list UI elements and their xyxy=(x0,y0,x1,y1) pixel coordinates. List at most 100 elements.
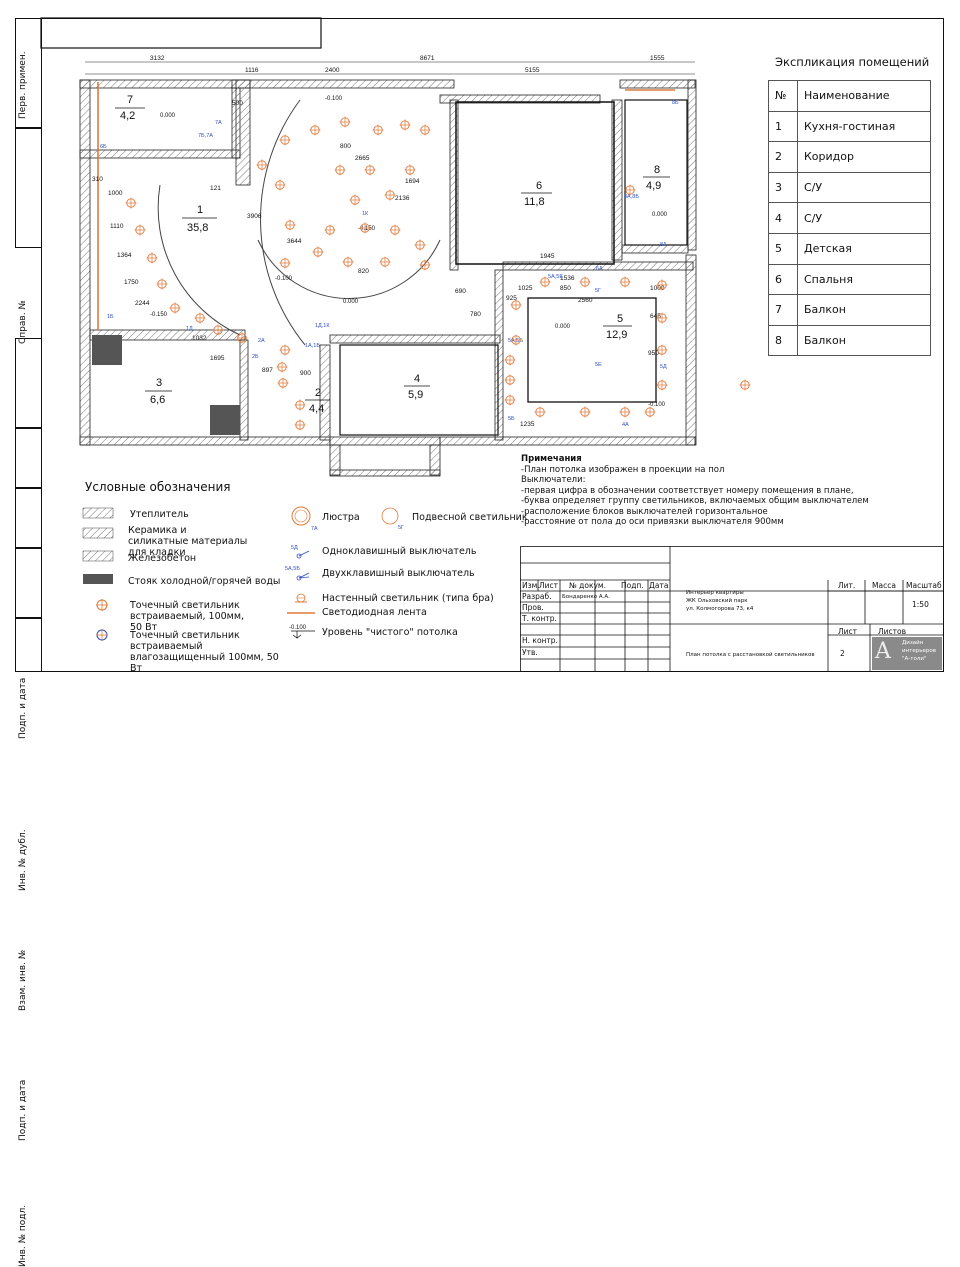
switch-code: 1А,1Б xyxy=(305,343,320,349)
spot-light-icon xyxy=(656,312,668,324)
logo-line: Дизайн xyxy=(902,640,924,646)
legend-symbols xyxy=(82,507,114,641)
expl-name: Балкон xyxy=(797,294,931,326)
room-area: 4,2 xyxy=(120,110,135,122)
stamp-label: Инв. № подл. xyxy=(18,1204,28,1267)
level-mark: 0.000 xyxy=(343,299,359,305)
room-area: 5,9 xyxy=(408,389,423,401)
dim-text: 1555 xyxy=(650,55,665,62)
dimension-labels: 3132 8671 1555 1116 2400 5155 1000 1110 … xyxy=(92,55,665,428)
room-labels: 7 4,2 1 35,8 2 4,4 3 6,6 4 5,9 5 12,9 6 … xyxy=(115,94,670,415)
switch-code: 1Д,1К xyxy=(315,323,330,329)
dim-text: 690 xyxy=(455,288,466,295)
spot-light-icon xyxy=(342,256,354,268)
pendant-icon xyxy=(381,507,399,525)
dim-text: 1000 xyxy=(108,190,123,197)
dim-text: 1364 xyxy=(117,252,132,259)
legend-swatch-insulation xyxy=(82,507,114,519)
side-stamp: Перв. примен. Справ. № Подп. и дата Инв.… xyxy=(15,18,41,1267)
tb-col-head: Лист xyxy=(539,581,559,590)
tb-col-head: Подп. xyxy=(621,581,644,590)
expl-name: Кухня-гостиная xyxy=(797,110,931,143)
floor-plan: 3132 8671 1555 1116 2400 5155 1000 1110 … xyxy=(40,17,751,477)
dim-text: 900 xyxy=(300,370,311,377)
explication-title: Экспликация помещений xyxy=(775,55,930,69)
tb-lit: Лит. xyxy=(838,581,856,590)
spot-light-icon xyxy=(419,259,431,271)
dim-text: 645 xyxy=(650,313,661,320)
notes-line: -расстояние от пола до оси привязки выкл… xyxy=(521,517,784,527)
tb-row: Т. контр. xyxy=(522,614,557,623)
dim-text: 5155 xyxy=(525,67,540,74)
spot-light-icon xyxy=(656,344,668,356)
tb-project: Интерьер квартиры xyxy=(686,590,744,596)
riser-block xyxy=(210,405,240,435)
expl-num: 1 xyxy=(768,110,798,143)
ceiling-curve xyxy=(257,239,441,300)
dim-text: 1025 xyxy=(518,285,533,292)
legend-insulation: Утеплитель xyxy=(130,509,189,520)
spot-light-icon xyxy=(384,189,396,201)
dim-text: 2665 xyxy=(355,155,370,162)
spot-light-icon xyxy=(389,224,401,236)
spot-light-icon xyxy=(194,312,206,324)
spot-light-icon xyxy=(212,324,224,336)
legend-spot: Точечный светильник встраиваемый, 100мм,… xyxy=(130,600,245,633)
room-number: 7 xyxy=(127,94,133,106)
notes-title: Примечания xyxy=(521,454,582,464)
spot-light-icon xyxy=(294,399,306,411)
dim-text: 1945 xyxy=(540,253,555,260)
spot-light-icon xyxy=(279,344,291,356)
notes-line: Выключатели: xyxy=(521,475,586,485)
expl-num: 4 xyxy=(768,202,798,234)
tb-col-head: Дата xyxy=(649,581,669,590)
dim-text: 1000 xyxy=(650,285,665,292)
title-block xyxy=(520,546,944,672)
tb-col-head: Изм. xyxy=(522,581,540,590)
expl-num: 2 xyxy=(768,141,798,173)
legend-led: Светодиодная лента xyxy=(322,607,427,618)
notes-line: -План потолка изображен в проекции на по… xyxy=(521,464,725,475)
spot-light-icon xyxy=(256,159,268,171)
expl-name: Балкон xyxy=(797,324,931,357)
expl-name: С/У xyxy=(797,202,931,234)
spot-light-icon xyxy=(510,299,522,311)
room-4-outline xyxy=(339,344,499,436)
spot-light-icon xyxy=(349,194,361,206)
dim-text: 1116 xyxy=(245,67,259,74)
room-area: 35,8 xyxy=(187,222,208,234)
switch-code: 6А xyxy=(596,266,603,272)
spot-light-icon xyxy=(619,276,631,288)
room-area: 4,4 xyxy=(309,403,324,415)
level-mark: 0.000 xyxy=(160,113,176,119)
spot-light-icon xyxy=(134,224,146,236)
switch-code: 8А,8Б xyxy=(624,194,639,200)
spot-light-icon xyxy=(579,406,591,418)
dim-text: 897 xyxy=(262,367,273,374)
stamp-label: Инв. № дубл. xyxy=(18,829,28,891)
room-number: 6 xyxy=(536,180,542,192)
switch-code: 5Г xyxy=(595,288,601,294)
dim-text: 121 xyxy=(210,185,221,192)
spot-light-icon xyxy=(534,406,546,418)
notes-line: -первая цифра в обозначении соответствуе… xyxy=(521,485,854,496)
switch-code: 2Б xyxy=(252,354,259,360)
spot-light-icon xyxy=(539,276,551,288)
switch-code: 5Б xyxy=(508,416,515,422)
ceiling-curve xyxy=(157,184,241,336)
room-area: 4,9 xyxy=(646,180,661,192)
dim-text: 3132 xyxy=(150,55,165,62)
room-number: 8 xyxy=(654,164,660,176)
spot-light-icon xyxy=(644,406,656,418)
switch1-icon xyxy=(296,553,302,559)
spot-light-icon xyxy=(309,124,321,136)
legend-swatch-concrete xyxy=(82,550,114,562)
switch-code: 5А,5Е xyxy=(548,274,563,280)
spot-lights xyxy=(125,116,751,431)
expl-header-name: Наименование xyxy=(797,80,931,112)
switch2-code: 5А,5Б xyxy=(285,566,300,572)
level-marks: 0.000 -0.100 -0.150 -0.100 0.000 0.000 -… xyxy=(150,96,668,408)
spot-light-icon xyxy=(274,179,286,191)
riser-block xyxy=(92,335,122,365)
dim-text: 820 xyxy=(358,268,369,275)
